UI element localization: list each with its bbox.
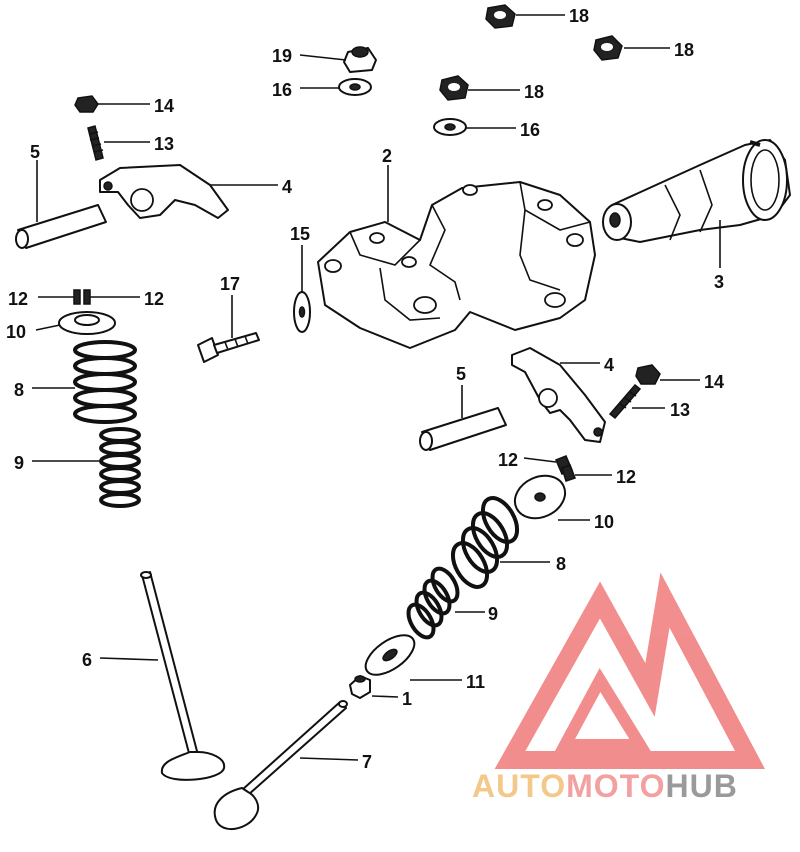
callout-18-top: 18 (569, 6, 589, 26)
washer-16-upper (338, 78, 372, 96)
watermark-logo (494, 572, 765, 769)
callout-12-upper-right: 12 (144, 289, 164, 309)
valve-cotters-upper (73, 289, 91, 305)
callout-14-upper: 14 (154, 96, 174, 116)
callout-labels: 18 18 18 19 16 16 14 13 5 4 2 15 3 17 12… (6, 6, 724, 772)
outer-spring-lower (450, 496, 520, 589)
callout-16-upper: 16 (272, 80, 292, 100)
rocker-arm-lower (511, 347, 606, 443)
spring-retainer-upper (58, 311, 116, 335)
inner-spring-upper (99, 427, 141, 508)
nut-18-right (593, 35, 623, 61)
callout-10-lower: 10 (594, 512, 614, 532)
watermark-hub: HUB (665, 768, 737, 804)
callout-19: 19 (272, 46, 292, 66)
callout-10-upper: 10 (6, 322, 26, 342)
callout-17: 17 (220, 274, 240, 294)
spring-retainer-lower (513, 474, 567, 520)
callout-5-upper: 5 (30, 142, 40, 162)
callout-9-upper: 9 (14, 453, 24, 473)
cylinder-head (317, 181, 596, 349)
callout-3: 3 (714, 272, 724, 292)
callout-12-lower-right: 12 (616, 467, 636, 487)
cap-nut-19 (343, 46, 377, 73)
watermark-text: AUTOMOTOHUB (472, 768, 738, 804)
leader-lines (32, 14, 721, 761)
rocker-arm-upper (99, 164, 229, 219)
watermark-moto: MOTO (566, 768, 665, 804)
rocker-shaft-upper (15, 204, 107, 249)
callout-13-lower: 13 (670, 400, 690, 420)
adjust-screw-13-upper (87, 125, 104, 161)
watermark-auto: AUTO (472, 768, 566, 804)
callout-18-right: 18 (674, 40, 694, 60)
callout-15: 15 (290, 224, 310, 244)
valve-7 (213, 700, 348, 830)
callout-8-upper: 8 (14, 380, 24, 400)
rocker-shaft-lower (419, 407, 507, 451)
callout-16-mid: 16 (520, 120, 540, 140)
nut-14-upper (74, 95, 99, 113)
callout-6: 6 (82, 650, 92, 670)
spring-seat-11 (364, 634, 416, 676)
stem-seal-1 (349, 675, 371, 699)
nut-18-mid (439, 75, 469, 101)
nut-14-lower (635, 364, 661, 385)
camshaft (602, 139, 791, 243)
washer-16-mid (433, 118, 467, 136)
callout-13-upper: 13 (154, 134, 174, 154)
callout-18-mid: 18 (524, 82, 544, 102)
valve-cotters-lower (555, 455, 576, 482)
callout-12-upper-left: 12 (8, 289, 28, 309)
svg-text:AUTOMOTOHUB: AUTOMOTOHUB (472, 768, 738, 804)
callout-14-lower: 14 (704, 372, 724, 392)
callout-7: 7 (362, 752, 372, 772)
callout-11: 11 (466, 672, 485, 692)
adjust-screw-13-lower (608, 383, 642, 420)
nut-18-top (485, 4, 516, 29)
callout-8-lower: 8 (556, 554, 566, 574)
inner-spring-lower (406, 566, 460, 640)
callout-1: 1 (402, 689, 412, 709)
callout-4-upper: 4 (282, 177, 292, 197)
washer-15 (293, 291, 311, 333)
outer-spring-upper (73, 340, 137, 424)
callout-12-lower-left: 12 (498, 450, 518, 470)
callout-9-lower: 9 (488, 604, 498, 624)
bolt-17 (197, 332, 260, 363)
callout-5-lower: 5 (456, 364, 466, 384)
valve-6 (140, 571, 226, 781)
callout-4-lower: 4 (604, 355, 614, 375)
callout-2: 2 (382, 146, 392, 166)
